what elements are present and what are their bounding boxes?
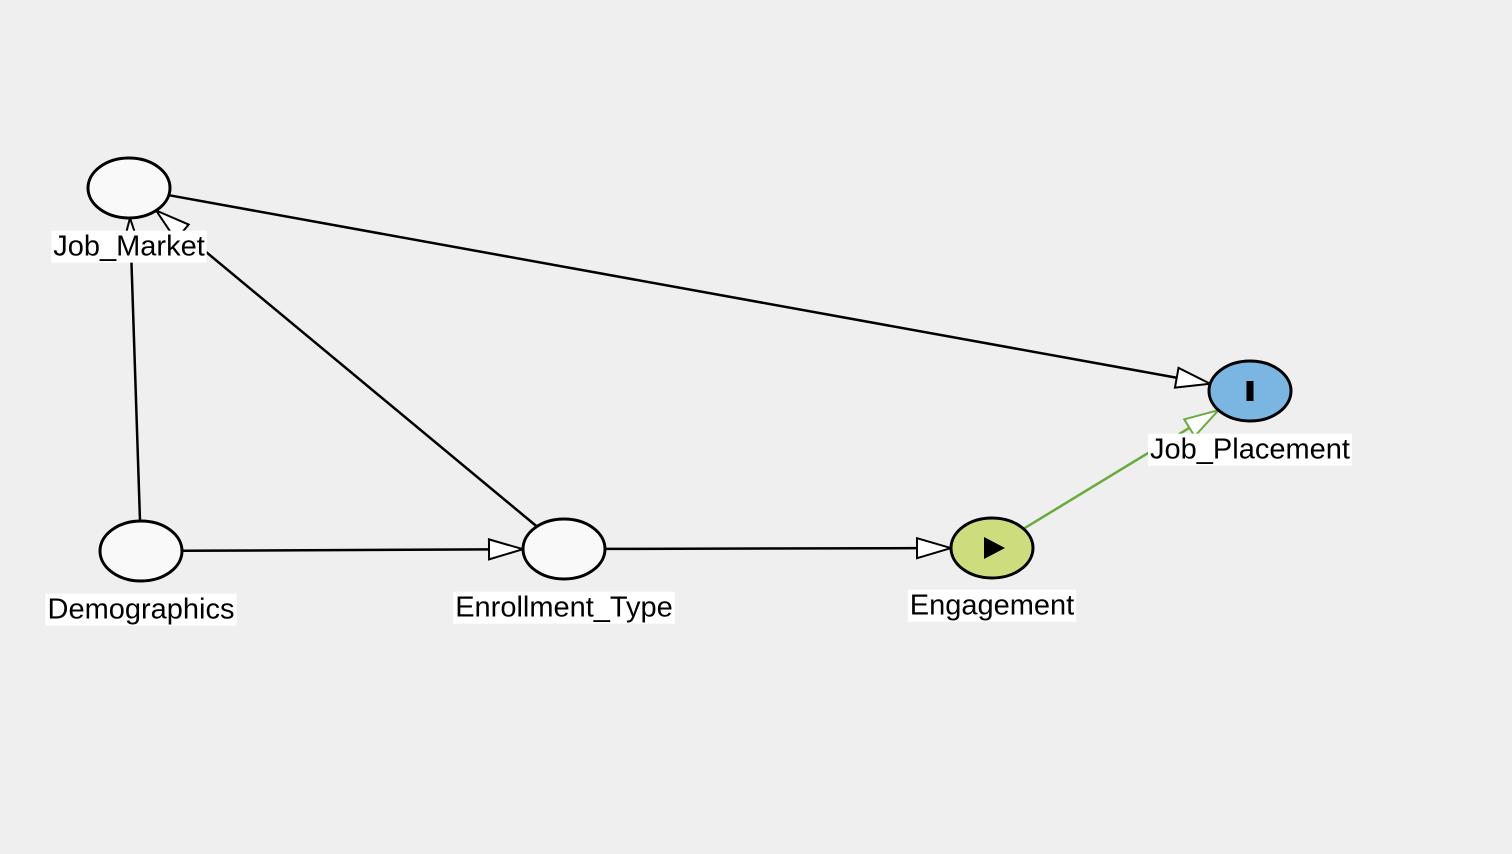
label-background [51,230,207,263]
node-ellipse [98,519,184,583]
node-label-text: Job_Market [53,231,205,263]
node-job_market[interactable] [86,156,172,220]
edge-job_market-to-job_placement[interactable] [168,193,1214,389]
node-label-text: Enrollment_Type [455,592,673,624]
label-background [453,591,675,624]
node-demographics[interactable] [98,519,184,583]
edges-layer [119,193,1222,561]
node-ellipse [86,156,172,220]
node-ellipse [521,517,607,581]
node-label-text: Job_Placement [1150,434,1350,466]
label-background [45,593,237,626]
edge-arrowhead [915,536,955,560]
edge-arrowhead [1173,366,1214,389]
node-label-job_placement: Job_Placement [1148,433,1352,466]
play-icon [984,537,1005,559]
label-background [1148,433,1352,466]
edge-line [129,251,142,522]
edge-enrollment_type-to-engagement[interactable] [604,536,955,560]
node-engagement[interactable] [949,516,1035,580]
edge-arrowhead [1182,408,1222,439]
node-enrollment_type[interactable] [521,517,607,581]
edge-line [168,193,1177,379]
edge-line [604,546,918,551]
edge-arrowhead [487,538,527,561]
node-job_placement[interactable] [1207,359,1293,423]
node-label-engagement: Engagement [907,589,1077,622]
node-label-text: Demographics [48,594,235,626]
node-label-job_market: Job_Market [51,230,207,263]
edge-demographics-to-enrollment_type[interactable] [181,538,527,561]
node-label-demographics: Demographics [45,593,237,626]
node-label-enrollment_type: Enrollment_Type [453,591,675,624]
nodes-layer [86,156,1293,583]
outcome-bar-icon [1246,381,1254,401]
label-background [907,589,1077,622]
edge-line [181,231,538,528]
node-label-text: Engagement [910,590,1074,622]
edge-line [181,548,490,553]
